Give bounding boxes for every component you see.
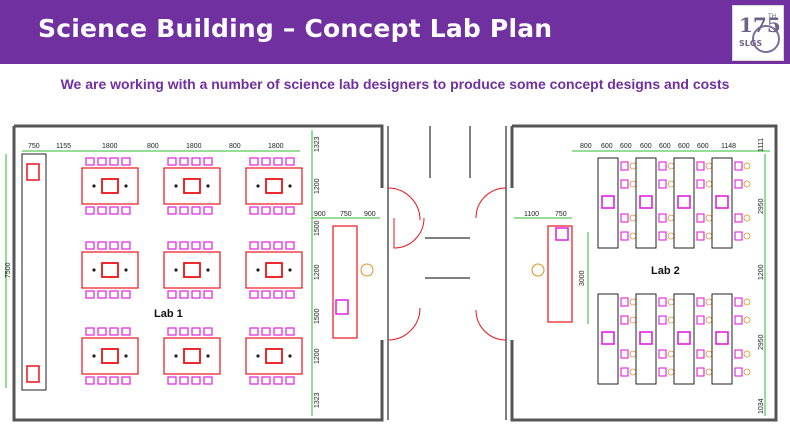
- lab1-bench: [81, 241, 139, 299]
- dim-lab2-right-2: 2950: [758, 334, 765, 350]
- dim-lab1-right-2: 1500: [314, 220, 321, 236]
- dim-lab1-height: 7500: [5, 262, 12, 278]
- logo-emblem-icon: 175 TH SLGS: [739, 13, 781, 53]
- floor-plan: 750 1155 1800 800 1800 800 1800 7500 132…: [5, 124, 778, 422]
- lab2-bench: [635, 293, 675, 385]
- lab2-bench: [711, 157, 751, 249]
- lab1-bench: [163, 157, 221, 215]
- dim-lab1-right-4: 1500: [314, 308, 321, 324]
- lab2-bench: [673, 293, 713, 385]
- dim-lab1-right-3: 1200: [314, 264, 321, 280]
- dim-lab1-right-1: 1200: [314, 178, 321, 194]
- dim-lab1-top-5: 800: [229, 143, 241, 150]
- dim-lab2-top-3: 600: [640, 143, 652, 150]
- dim-lab1-top-4: 1800: [186, 143, 202, 150]
- lab2-benches: [597, 157, 751, 385]
- dim-lab1-right-6: 1323: [314, 392, 321, 408]
- lab1-benches: [81, 157, 303, 385]
- dim-lab2-top-6: 600: [697, 143, 709, 150]
- dim-lab1-right-0: 1323: [314, 136, 321, 152]
- dim-lab2-top-4: 600: [659, 143, 671, 150]
- logo-text: SLGS: [739, 39, 762, 48]
- logo-number: 175: [739, 13, 781, 37]
- dim-lab1-top-2: 1800: [102, 143, 118, 150]
- lab2-label: Lab 2: [651, 265, 680, 277]
- lab1-bench: [81, 327, 139, 385]
- dim-lab2-top-1: 600: [601, 143, 613, 150]
- corridor-left-bench: [332, 225, 374, 339]
- lab2-bench: [597, 157, 637, 249]
- dim-corridor-left-2: 900: [364, 211, 376, 218]
- dim-lab2-right-1: 1200: [758, 264, 765, 280]
- lab1-bench: [245, 157, 303, 215]
- header-banner: Science Building – Concept Lab Plan 175 …: [0, 0, 790, 64]
- dim-lab2-top-right: 1111: [758, 138, 765, 152]
- school-logo: 175 TH SLGS: [732, 5, 784, 61]
- lab2-bench: [711, 293, 751, 385]
- lab2-bench: [597, 293, 637, 385]
- page-title: Science Building – Concept Lab Plan: [38, 14, 553, 43]
- dim-lab1-top-1: 1155: [56, 143, 71, 150]
- dim-lab1-top-6: 1800: [268, 143, 284, 150]
- dim-corridor-right-0: 1100: [524, 211, 539, 218]
- dim-lab2-top-7: 1148: [721, 143, 736, 150]
- dim-lab2-right-3: 1034: [758, 398, 765, 414]
- lab1-bench: [245, 327, 303, 385]
- lab1-label: Lab 1: [154, 308, 183, 320]
- dim-lab2-top-5: 600: [678, 143, 690, 150]
- dim-lab1-top-0: 750: [28, 143, 40, 150]
- lab2-bench: [673, 157, 713, 249]
- dim-lab1-right-5: 1200: [314, 348, 321, 364]
- dim-lab1-top-3: 800: [147, 143, 159, 150]
- lab1-bench: [245, 241, 303, 299]
- dim-corridor-right-height: 3000: [579, 270, 586, 286]
- lab2-bench: [635, 157, 675, 249]
- dimension-lines: [5, 130, 770, 416]
- corridor-right-bench: [531, 225, 573, 323]
- dim-corridor-left-1: 750: [340, 211, 352, 218]
- lab1-bench: [81, 157, 139, 215]
- door-swings: [387, 187, 507, 341]
- lab1-bench: [163, 241, 221, 299]
- dim-lab2-top-0: 800: [580, 143, 592, 150]
- lab1-bench: [163, 327, 221, 385]
- lab1-side-bench: [21, 153, 47, 391]
- dim-lab2-right-0: 2950: [758, 198, 765, 214]
- building-walls: [12, 124, 778, 422]
- dim-corridor-left-0: 900: [314, 211, 326, 218]
- logo-suffix: TH: [767, 13, 776, 20]
- dim-corridor-right-1: 750: [555, 211, 567, 218]
- dim-lab2-top-2: 600: [620, 143, 632, 150]
- subtitle: We are working with a number of science …: [60, 76, 730, 92]
- dimension-labels: 750 1155 1800 800 1800 800 1800 7500 132…: [5, 136, 765, 414]
